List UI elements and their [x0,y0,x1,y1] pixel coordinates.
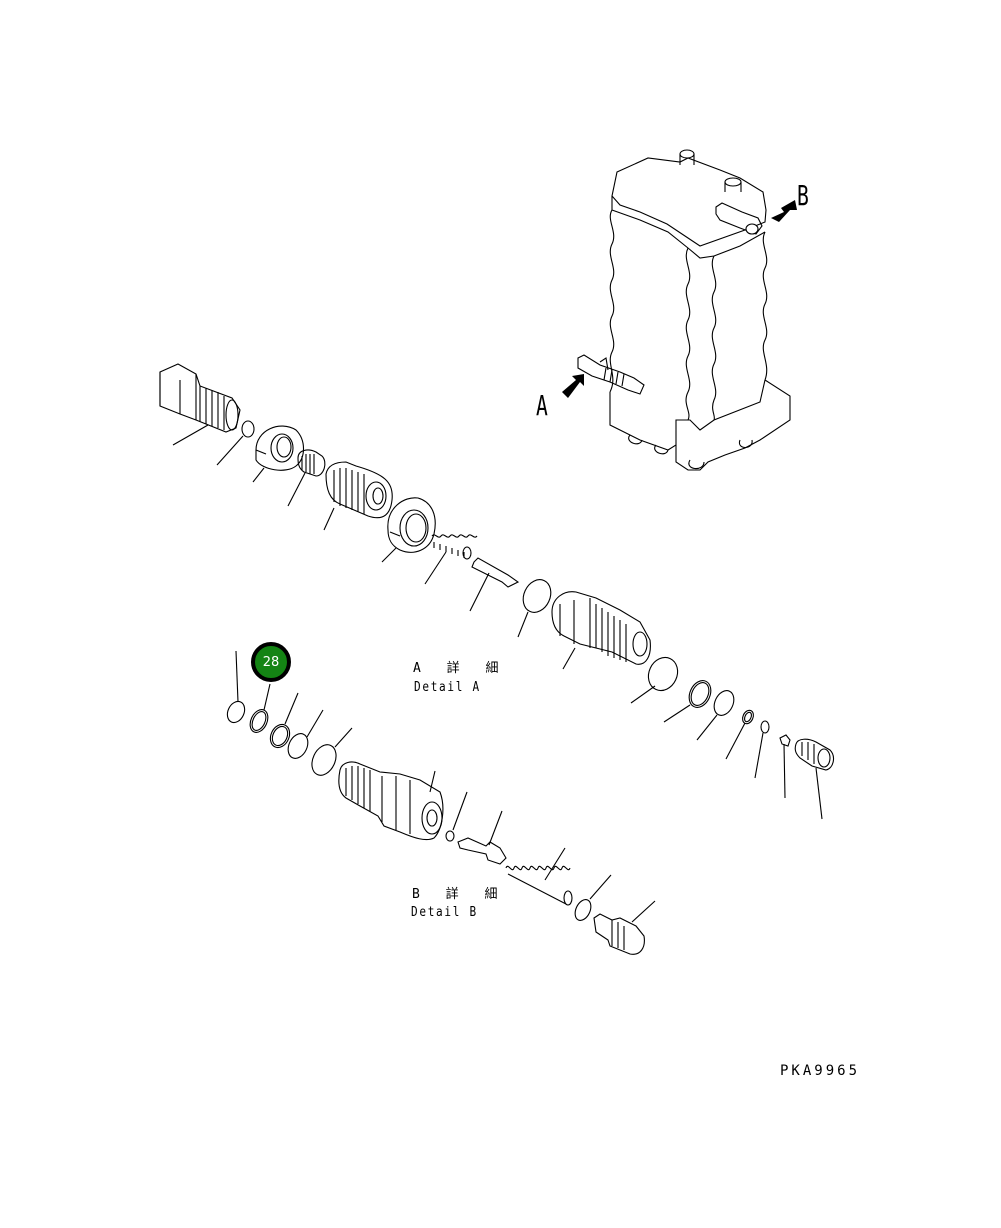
detail-a-english-label: Detail A [414,680,481,695]
view-b-label: B [797,179,809,212]
view-b-arrow-icon [771,200,797,222]
valve-body-illustration [577,149,791,471]
detail-a-japanese-label: A 詳 細 [413,661,508,676]
part-callout-badge-28[interactable]: 28 [251,642,291,682]
detail-b-japanese-label: B 詳 細 [412,887,507,902]
view-a-arrow-icon [562,374,584,398]
detail-b-parts [226,650,656,955]
detail-b-english-label: Detail B [411,905,478,920]
drawing-number: PKA9965 [780,1063,861,1079]
part-callout-number: 28 [262,654,280,670]
detail-a-parts [159,363,835,820]
view-a-label: A [536,389,548,422]
